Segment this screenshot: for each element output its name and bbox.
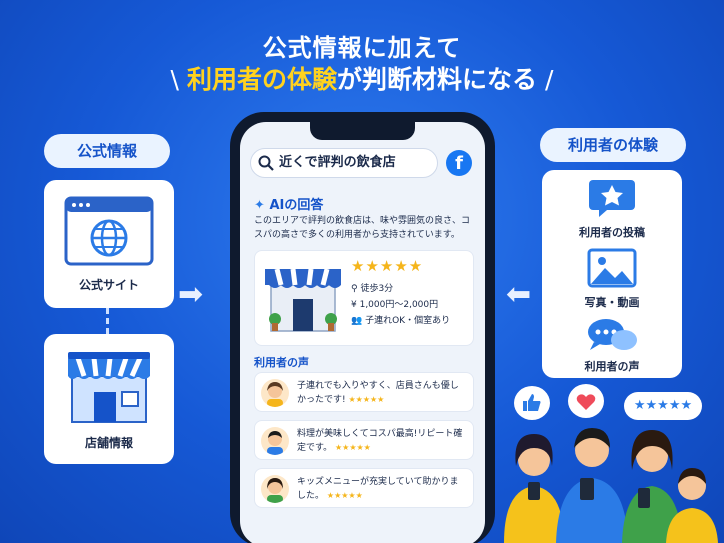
review-stars: ★★★★★: [348, 395, 385, 404]
sparkle-icon: ✦: [254, 198, 265, 213]
user-voice-label: 利用者の声: [584, 360, 640, 373]
store-result-card[interactable]: ★★★★★ ⚲ 徒歩3分 ¥ 1,000円〜2,000円 👥 子連れOK・個室あ…: [254, 250, 474, 346]
smartphone: 近くで評判の飲食店 f ✦ AIの回答 このエリアで評判の飲食店は、味や雰囲気の…: [230, 112, 495, 543]
review-text: 料理が美味しくてコスパ最高!リピート確定です。 ★★★★★: [297, 429, 463, 453]
user-experience-pill: 利用者の体験: [540, 128, 686, 162]
info-price: ¥ 1,000円〜2,000円: [351, 300, 439, 310]
search-input[interactable]: 近くで評判の飲食店: [250, 148, 438, 178]
store-info-list: ⚲ 徒歩3分 ¥ 1,000円〜2,000円 👥 子連れOK・個室あり: [351, 281, 450, 329]
avatar: [261, 379, 289, 407]
store-info-card: 店舗情報: [44, 334, 174, 464]
storefront-illustration: [265, 268, 341, 332]
arrow-left-icon: ⬅: [506, 277, 532, 312]
user-voices-heading: 利用者の声: [254, 356, 309, 369]
image-icon: [587, 248, 637, 288]
review-stars: ★★★★★: [334, 443, 371, 452]
dashed-connector: [106, 308, 109, 334]
info-walk: ⚲ 徒歩3分: [351, 284, 394, 294]
ai-answer-heading: ✦ AIの回答: [254, 194, 323, 213]
photo-video-label: 写真・動画: [584, 296, 640, 309]
review-card[interactable]: 料理が美味しくてコスパ最高!リピート確定です。 ★★★★★: [254, 420, 474, 460]
store-icon: [68, 352, 150, 423]
review-text: 子連れでも入りやすく、店員さんも優しかったです! ★★★★★: [297, 381, 459, 405]
headline-line1: 公式情報に加えて: [262, 34, 462, 62]
rating-stars: ★★★★★: [351, 257, 424, 275]
browser-globe-icon: [64, 196, 154, 266]
phone-notch: [310, 122, 415, 140]
review-text: キッズメニューが充実していて助かりました。 ★★★★★: [297, 477, 459, 501]
headline-line2: \利用者の体験が判断材料になる/: [0, 60, 724, 96]
avatar: [261, 427, 289, 455]
stars-bubble: ★★★★★: [624, 392, 702, 420]
headline-rest: が判断材料になる: [337, 65, 538, 94]
user-post-label: 利用者の投稿: [579, 226, 645, 239]
review-card[interactable]: キッズメニューが充実していて助かりました。 ★★★★★: [254, 468, 474, 508]
official-site-card: 公式サイト: [44, 180, 174, 308]
review-stars: ★★★★★: [326, 491, 363, 500]
heart-bubble: [568, 384, 604, 418]
slash-right: /: [545, 65, 554, 94]
official-site-label: 公式サイト: [78, 278, 139, 292]
user-experience-card: 利用者の投稿 写真・動画 利用者の声: [542, 170, 682, 378]
official-info-pill: 公式情報: [44, 134, 170, 168]
search-icon: [258, 155, 274, 171]
phone-screen: 近くで評判の飲食店 f ✦ AIの回答 このエリアで評判の飲食店は、味や雰囲気の…: [240, 122, 485, 543]
star-post-icon: [589, 180, 635, 217]
like-bubble: [514, 386, 550, 420]
facebook-icon[interactable]: f: [446, 150, 472, 176]
family-illustration: [504, 428, 718, 543]
avatar: [261, 475, 289, 503]
store-info-label: 店舗情報: [84, 436, 133, 450]
pin-icon: ⚲: [351, 284, 361, 294]
slash-left: \: [170, 65, 179, 94]
headline-highlight: 利用者の体験: [186, 65, 337, 94]
thumbs-up-icon: [523, 394, 541, 411]
yen-icon: ¥: [351, 300, 360, 310]
heart-icon: [576, 394, 596, 410]
ai-answer-text: このエリアで評判の飲食店は、味や雰囲気の良さ、コスパの高さで多くの利用者から支持…: [254, 216, 471, 240]
info-kids: 👥 子連れOK・個室あり: [351, 316, 451, 326]
arrow-right-icon: ➡: [178, 277, 204, 312]
review-card[interactable]: 子連れでも入りやすく、店員さんも優しかったです! ★★★★★: [254, 372, 474, 412]
ai-answer-title: AIの回答: [269, 198, 324, 213]
people-icon: 👥: [351, 316, 366, 326]
chat-bubbles-icon: [588, 319, 637, 350]
